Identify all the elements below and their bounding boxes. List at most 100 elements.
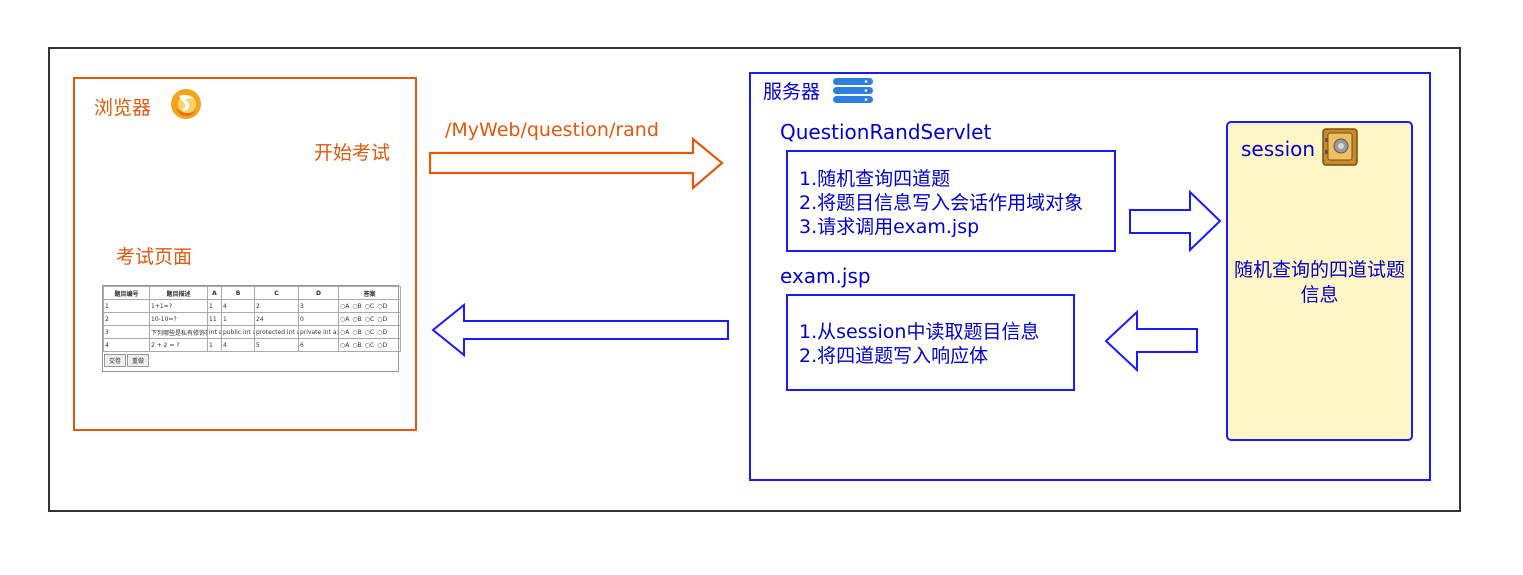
- exam-table-cell: 24: [254, 312, 299, 326]
- exam-table-cell: protected int a;: [254, 325, 299, 339]
- servlet-name: QuestionRandServlet: [780, 120, 992, 144]
- exam-table-header: 答案: [338, 286, 401, 300]
- servlet-step: 1.随机查询四道题: [799, 168, 951, 190]
- exam-table-cell: 10-10=?: [149, 312, 208, 326]
- radio-circle-icon: ○: [364, 302, 370, 310]
- exam-table-cell: 2 + 2 = ?: [149, 338, 208, 352]
- answer-option-label: D: [382, 341, 388, 349]
- radio-circle-icon: ○: [340, 341, 346, 349]
- answer-option-label: A: [345, 341, 350, 349]
- servlet-step: 2.将题目信息写入会话作用域对象: [799, 192, 1084, 214]
- answer-radio[interactable]: ○A: [340, 329, 349, 336]
- answer-option-label: B: [357, 341, 362, 349]
- request-path-label: /MyWeb/question/rand: [445, 119, 659, 141]
- exam-table-cell: 1: [103, 299, 150, 313]
- answer-radio[interactable]: ○C: [365, 342, 374, 349]
- jsp-box: 1.从session中读取题目信息 2.将四道题写入响应体: [786, 294, 1075, 391]
- radio-circle-icon: ○: [352, 341, 358, 349]
- outer-frame: [48, 47, 1461, 512]
- exam-table-header: B: [221, 286, 255, 300]
- exam-table-cell: 1: [207, 299, 222, 313]
- jsp-name: exam.jsp: [780, 264, 871, 288]
- answer-option-label: C: [369, 328, 375, 336]
- radio-circle-icon: ○: [352, 315, 358, 323]
- request-arrow: [428, 136, 724, 191]
- answer-radio[interactable]: ○D: [377, 329, 387, 336]
- redo-exam-button[interactable]: 重做: [127, 354, 150, 367]
- firefox-icon: [170, 88, 202, 120]
- answer-radio[interactable]: ○C: [365, 329, 374, 336]
- answer-radio[interactable]: ○A: [340, 316, 349, 323]
- exam-table-header: D: [298, 286, 339, 300]
- answer-option-label: C: [369, 341, 375, 349]
- exam-table-cell: int a;: [207, 325, 222, 339]
- jsp-step: 1.从session中读取题目信息: [799, 321, 1040, 343]
- answer-option-label: C: [369, 302, 375, 310]
- exam-table-cell: 4: [221, 338, 255, 352]
- answer-radio[interactable]: ○B: [352, 329, 361, 336]
- answer-radio[interactable]: ○A: [340, 342, 349, 349]
- exam-table-cell: 3: [103, 325, 150, 339]
- answer-options: ○A○B○C○D: [338, 325, 401, 339]
- answer-radio[interactable]: ○A: [340, 303, 349, 310]
- answer-radio[interactable]: ○C: [365, 303, 374, 310]
- exam-table-header: 题目描述: [149, 286, 208, 300]
- exam-table-cell: 2: [254, 299, 299, 313]
- radio-circle-icon: ○: [377, 315, 383, 323]
- answer-radio[interactable]: ○D: [377, 316, 387, 323]
- exam-buttons: 交卷重做: [103, 352, 398, 369]
- exam-table-cell: 6: [298, 338, 339, 352]
- radio-circle-icon: ○: [364, 328, 370, 336]
- server-icon: [832, 77, 874, 104]
- exam-table-cell: public int a;: [221, 325, 255, 339]
- read-session-arrow: [1104, 310, 1198, 372]
- start-exam-button[interactable]: 开始考试: [314, 142, 391, 164]
- answer-option-label: C: [369, 315, 375, 323]
- answer-option-label: A: [345, 328, 350, 336]
- exam-table-cell: 4: [221, 299, 255, 313]
- write-session-arrow: [1129, 190, 1222, 252]
- answer-radio[interactable]: ○C: [365, 316, 374, 323]
- exam-table-cell: private int a;: [298, 325, 339, 339]
- safe-icon: [1322, 128, 1358, 166]
- exam-table-header-row: 题目编号 题目描述 A B C D 答案: [103, 286, 401, 300]
- jsp-step: 2.将四道题写入响应体: [799, 345, 989, 367]
- radio-circle-icon: ○: [377, 328, 383, 336]
- radio-circle-icon: ○: [377, 302, 383, 310]
- session-title: session: [1241, 137, 1316, 161]
- radio-circle-icon: ○: [340, 328, 346, 336]
- exam-table-cell: 1: [221, 312, 255, 326]
- answer-options: ○A○B○C○D: [338, 312, 401, 326]
- radio-circle-icon: ○: [377, 341, 383, 349]
- answer-options: ○A○B○C○D: [338, 299, 401, 313]
- session-panel: [1226, 121, 1413, 441]
- exam-table-cell: 3: [298, 299, 339, 313]
- radio-circle-icon: ○: [364, 315, 370, 323]
- browser-title: 浏览器: [94, 97, 152, 119]
- radio-circle-icon: ○: [340, 302, 346, 310]
- exam-table-header: 题目编号: [103, 286, 150, 300]
- browser-panel: [73, 77, 417, 431]
- answer-radio[interactable]: ○B: [352, 316, 361, 323]
- radio-circle-icon: ○: [340, 315, 346, 323]
- submit-exam-button[interactable]: 交卷: [104, 354, 127, 367]
- answer-radio[interactable]: ○B: [352, 303, 361, 310]
- servlet-box: 1.随机查询四道题 2.将题目信息写入会话作用域对象 3.请求调用exam.js…: [786, 150, 1116, 252]
- exam-table-cell: 0: [298, 312, 339, 326]
- answer-options: ○A○B○C○D: [338, 338, 401, 352]
- exam-table-header: C: [254, 286, 299, 300]
- answer-option-label: B: [357, 315, 362, 323]
- answer-option-label: D: [382, 315, 388, 323]
- answer-option-label: D: [382, 328, 388, 336]
- answer-radio[interactable]: ○D: [377, 342, 387, 349]
- answer-option-label: A: [345, 315, 350, 323]
- answer-radio[interactable]: ○B: [352, 342, 361, 349]
- answer-option-label: B: [357, 302, 362, 310]
- answer-radio[interactable]: ○D: [377, 303, 387, 310]
- server-title: 服务器: [763, 81, 821, 103]
- exam-table-cell: 2: [103, 312, 150, 326]
- response-arrow: [431, 302, 729, 358]
